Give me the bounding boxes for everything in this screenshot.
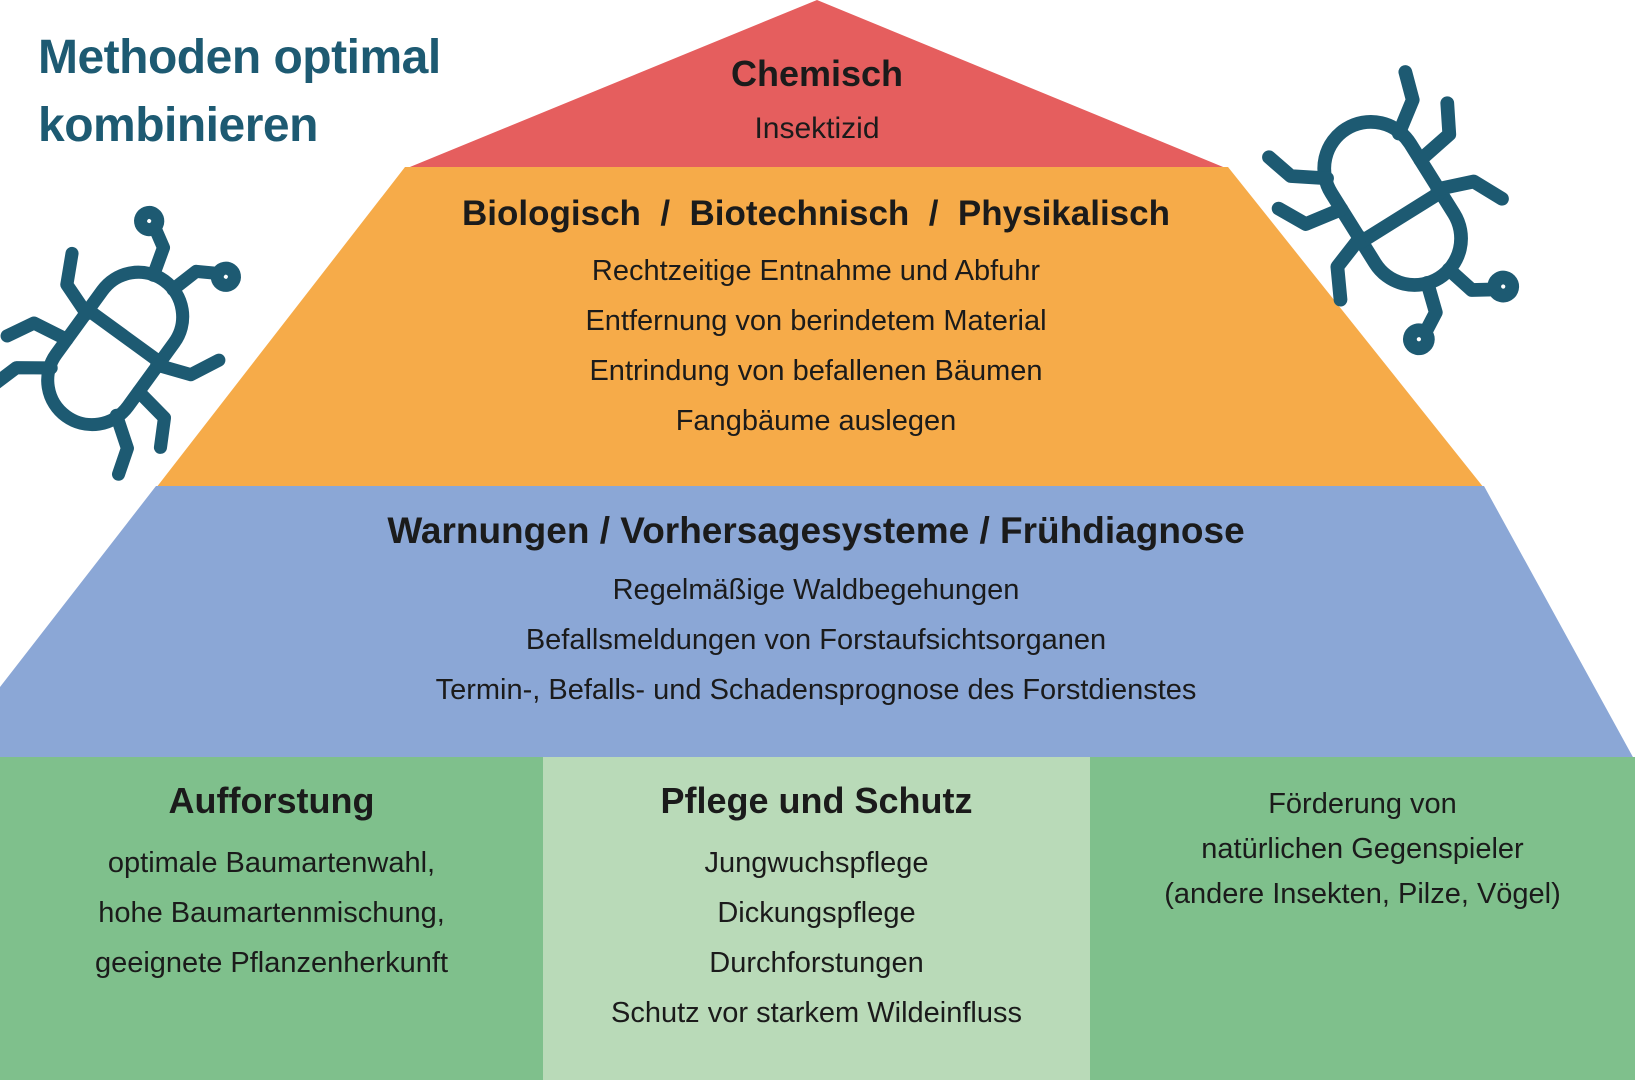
column-pflege-item: Durchforstungen	[709, 947, 924, 979]
level-chemisch-item: Insektizid	[754, 112, 880, 145]
level-warnungen-heading: Warnungen / Vorhersagesysteme / Frühdiag…	[387, 510, 1245, 551]
column-pflege-heading: Pflege und Schutz	[660, 780, 973, 821]
bark-beetle-icon	[1242, 51, 1558, 381]
column-aufforstung-text: Aufforstung optimale Baumartenwahl, hohe…	[0, 778, 543, 988]
column-pflege-text: Pflege und Schutz Jungwuchspflege Dickun…	[543, 778, 1090, 1038]
page-title-line2: kombinieren	[38, 99, 318, 152]
level-warnungen-item: Termin-, Befalls- und Schadensprognose d…	[435, 674, 1197, 706]
level-biologisch-heading: Biologisch / Biotechnisch / Physikalisch	[462, 194, 1170, 233]
level-warnungen-item: Befallsmeldungen von Forstaufsichtsorgan…	[525, 624, 1107, 656]
column-aufforstung-item: optimale Baumartenwahl,	[107, 847, 436, 879]
base-column-aufforstung-shape	[0, 757, 543, 1080]
base-column-gegenspieler-shape	[1090, 757, 1635, 1080]
column-aufforstung-item: hohe Baumartenmischung,	[98, 897, 445, 929]
level-biologisch-item: Entfernung von berindetem Material	[585, 305, 1047, 337]
column-pflege-item: Schutz vor starkem Wildeinfluss	[611, 997, 1022, 1029]
level-biologisch-item: Rechtzeitige Entnahme und Abfuhr	[591, 255, 1041, 287]
column-gegenspieler-text: Förderung von natürlichen Gegenspieler (…	[1090, 782, 1635, 917]
bark-beetle-icon	[0, 179, 277, 496]
column-gegenspieler-item: natürlichen Gegenspieler	[1201, 833, 1524, 865]
page-title-line1: Methoden optimal	[38, 31, 441, 84]
level-biologisch-item: Entrindung von befallenen Bäumen	[589, 355, 1043, 387]
column-pflege-item: Jungwuchspflege	[704, 847, 929, 879]
level-chemisch-heading: Chemisch	[730, 53, 904, 94]
column-aufforstung-item: geeignete Pflanzenherkunft	[94, 947, 449, 979]
level-biologisch-item: Fangbäume auslegen	[675, 405, 957, 437]
level-warnungen-item: Regelmäßige Waldbegehungen	[612, 574, 1020, 606]
column-pflege-item: Dickungspflege	[717, 897, 916, 929]
column-gegenspieler-item: Förderung von	[1268, 788, 1457, 820]
column-gegenspieler-item: (andere Insekten, Pilze, Vögel)	[1164, 878, 1561, 910]
level-biologisch-text: Biologisch / Biotechnisch / Physikalisch…	[316, 190, 1316, 446]
base-column-pflege-shape	[543, 757, 1090, 1080]
level-chemisch-text: Chemisch Insektizid	[467, 50, 1167, 150]
level-warnungen-text: Warnungen / Vorhersagesysteme / Frühdiag…	[266, 507, 1366, 715]
page-title: Methoden optimal kombinieren	[38, 24, 598, 160]
column-aufforstung-heading: Aufforstung	[168, 780, 375, 821]
